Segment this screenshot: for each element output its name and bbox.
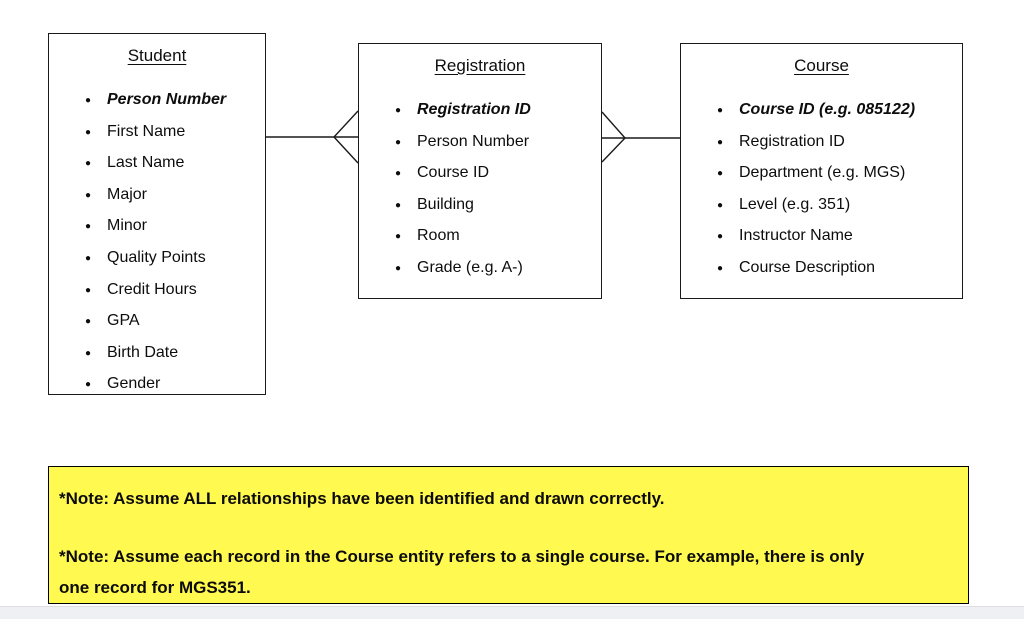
attribute-item: Course ID (e.g. 085122)	[717, 94, 958, 126]
attribute-item: Instructor Name	[717, 220, 958, 252]
attribute-item: Registration ID	[395, 94, 597, 126]
attribute-item: Registration ID	[717, 126, 958, 158]
student-registration-connector	[266, 110, 359, 164]
attribute-item: Course ID	[395, 157, 597, 189]
entity-title-course: Course	[794, 56, 849, 75]
crow-foot-icon	[601, 111, 626, 163]
attribute-item: Last Name	[85, 147, 261, 179]
attribute-item: Gender	[85, 368, 261, 400]
entity-course: Course Course ID (e.g. 085122) Registrat…	[680, 43, 963, 299]
note-text-1: *Note: Assume ALL relationships have bee…	[59, 489, 665, 508]
attribute-item: Person Number	[395, 126, 597, 158]
entity-registration: Registration Registration ID Person Numb…	[358, 43, 602, 299]
attribute-item: Person Number	[85, 84, 261, 116]
attribute-item: Course Description	[717, 252, 958, 284]
attribute-list-registration: Registration ID Person Number Course ID …	[359, 94, 601, 284]
entity-title-registration: Registration	[434, 56, 526, 75]
attribute-item: First Name	[85, 116, 261, 148]
entity-title-student: Student	[127, 46, 187, 65]
attribute-item: GPA	[85, 305, 261, 337]
attribute-item: Birth Date	[85, 337, 261, 369]
entity-student: Student Person Number First Name Last Na…	[48, 33, 266, 401]
attribute-item: Grade (e.g. A-)	[395, 252, 597, 284]
footer-strip	[0, 606, 1024, 619]
attribute-list-student: Person Number First Name Last Name Major…	[49, 84, 265, 401]
note-text-2: *Note: Assume each record in the Course …	[59, 541, 958, 603]
crow-foot-icon	[333, 110, 359, 164]
note-text-2-line-1: *Note: Assume each record in the Course …	[59, 547, 865, 566]
attribute-item: Department (e.g. MGS)	[717, 157, 958, 189]
attribute-item: Level (e.g. 351)	[717, 189, 958, 221]
registration-course-connector	[601, 111, 680, 163]
note-text-2-line-2: one record for MGS351.	[59, 578, 251, 597]
attribute-item: Building	[395, 189, 597, 221]
attribute-item: Minor	[85, 210, 261, 242]
note-box: *Note: Assume ALL relationships have bee…	[48, 466, 969, 604]
attribute-item: Room	[395, 220, 597, 252]
attribute-item: Major	[85, 179, 261, 211]
attribute-item: Quality Points	[85, 242, 261, 274]
attribute-list-course: Course ID (e.g. 085122) Registration ID …	[681, 94, 962, 284]
attribute-item: Credit Hours	[85, 274, 261, 306]
